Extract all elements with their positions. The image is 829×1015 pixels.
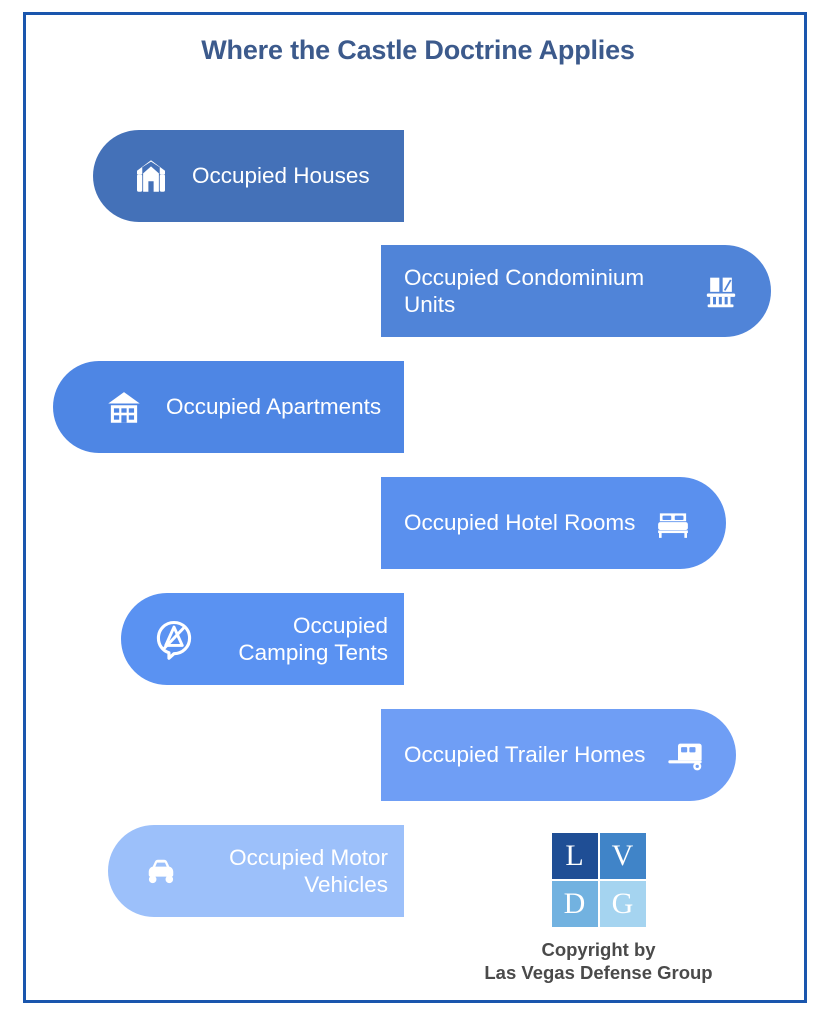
bar-occupied-condominium-units: Occupied Condominium Units xyxy=(381,245,771,337)
bar-occupied-hotel-rooms: Occupied Hotel Rooms xyxy=(381,477,726,569)
bar-occupied-camping-tents: Occupied Camping Tents xyxy=(121,593,404,685)
logo-cell-l: L xyxy=(551,833,598,879)
bed-icon xyxy=(650,500,696,546)
logo-cell-g: G xyxy=(599,881,646,927)
bar-label: Occupied Camping Tents xyxy=(238,612,388,665)
bar-occupied-trailer-homes: Occupied Trailer Homes xyxy=(381,709,736,801)
bar-label: Occupied Trailer Homes xyxy=(404,742,646,768)
house-icon xyxy=(128,153,174,199)
infographic-panel: Where the Castle Doctrine Applies Occupi… xyxy=(23,12,807,1003)
apartment-building-icon xyxy=(101,384,147,430)
bar-occupied-motor-vehicles: Occupied Motor Vehicles xyxy=(108,825,404,917)
bar-label: Occupied Apartments xyxy=(166,394,382,420)
bar-occupied-houses: Occupied Houses xyxy=(93,130,404,222)
bar-label: Occupied Motor Vehicles xyxy=(229,844,388,897)
copyright-text: Copyright by Las Vegas Defense Group xyxy=(484,939,713,984)
car-icon xyxy=(138,848,184,894)
bar-label: Occupied Hotel Rooms xyxy=(404,510,636,536)
camping-tent-icon xyxy=(151,616,197,662)
lvdg-logo: L V D G xyxy=(551,833,646,927)
bar-label: Occupied Houses xyxy=(192,163,370,189)
logo-cell-d: D xyxy=(551,881,598,927)
logo-block: L V D G Copyright by Las Vegas Defense G… xyxy=(481,833,716,984)
trailer-home-icon xyxy=(662,732,708,778)
bar-label: Occupied Condominium Units xyxy=(404,264,645,317)
logo-cell-v: V xyxy=(599,833,646,879)
condo-balcony-icon xyxy=(699,269,743,313)
bar-occupied-apartments: Occupied Apartments xyxy=(53,361,404,453)
page-title: Where the Castle Doctrine Applies xyxy=(201,35,635,65)
